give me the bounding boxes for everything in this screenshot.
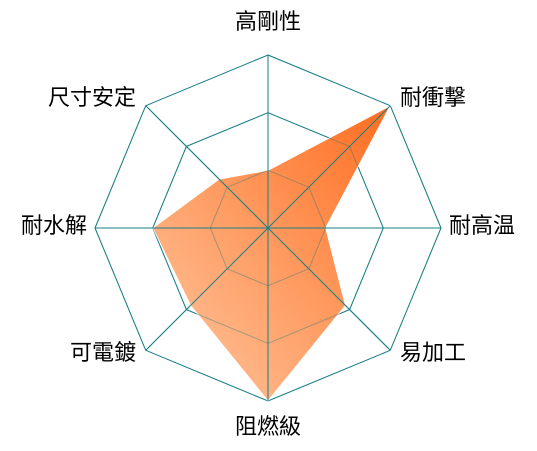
axis-label-heat-resistance: 耐高温 — [449, 214, 515, 239]
grid-ring-overlay-1 — [209, 169, 327, 287]
axis-label-hydrolysis-resistance: 耐水解 — [21, 214, 87, 239]
axis-label-electroplatable: 可電鍍 — [70, 341, 136, 366]
axis-label-flame-retardant: 阻燃級 — [235, 415, 301, 440]
axis-label-high-rigidity: 高剛性 — [235, 10, 301, 35]
spoke-overlay-1 — [267, 105, 391, 229]
spoke-overlay-7 — [145, 105, 269, 229]
axis-labels: 高剛性 耐衝撃 耐高温 易加工 阻燃級 可電鍍 耐水解 尺寸安定 — [21, 10, 515, 440]
radar-spokes-overlay — [95, 55, 441, 401]
grid-ring-overlay-2 — [152, 112, 384, 344]
grid-ring-overlay-3 — [94, 54, 442, 402]
spoke-overlay-3 — [267, 227, 391, 351]
axis-label-dimensional-stability: 尺寸安定 — [48, 86, 136, 111]
radar-series — [152, 104, 392, 402]
axis-label-impact-resistance: 耐衝撃 — [400, 86, 466, 111]
spoke-overlay-5 — [145, 227, 269, 351]
series-area-0 — [152, 104, 392, 402]
axis-label-easy-processing: 易加工 — [400, 341, 466, 366]
radar-grid-overlay — [94, 54, 442, 402]
